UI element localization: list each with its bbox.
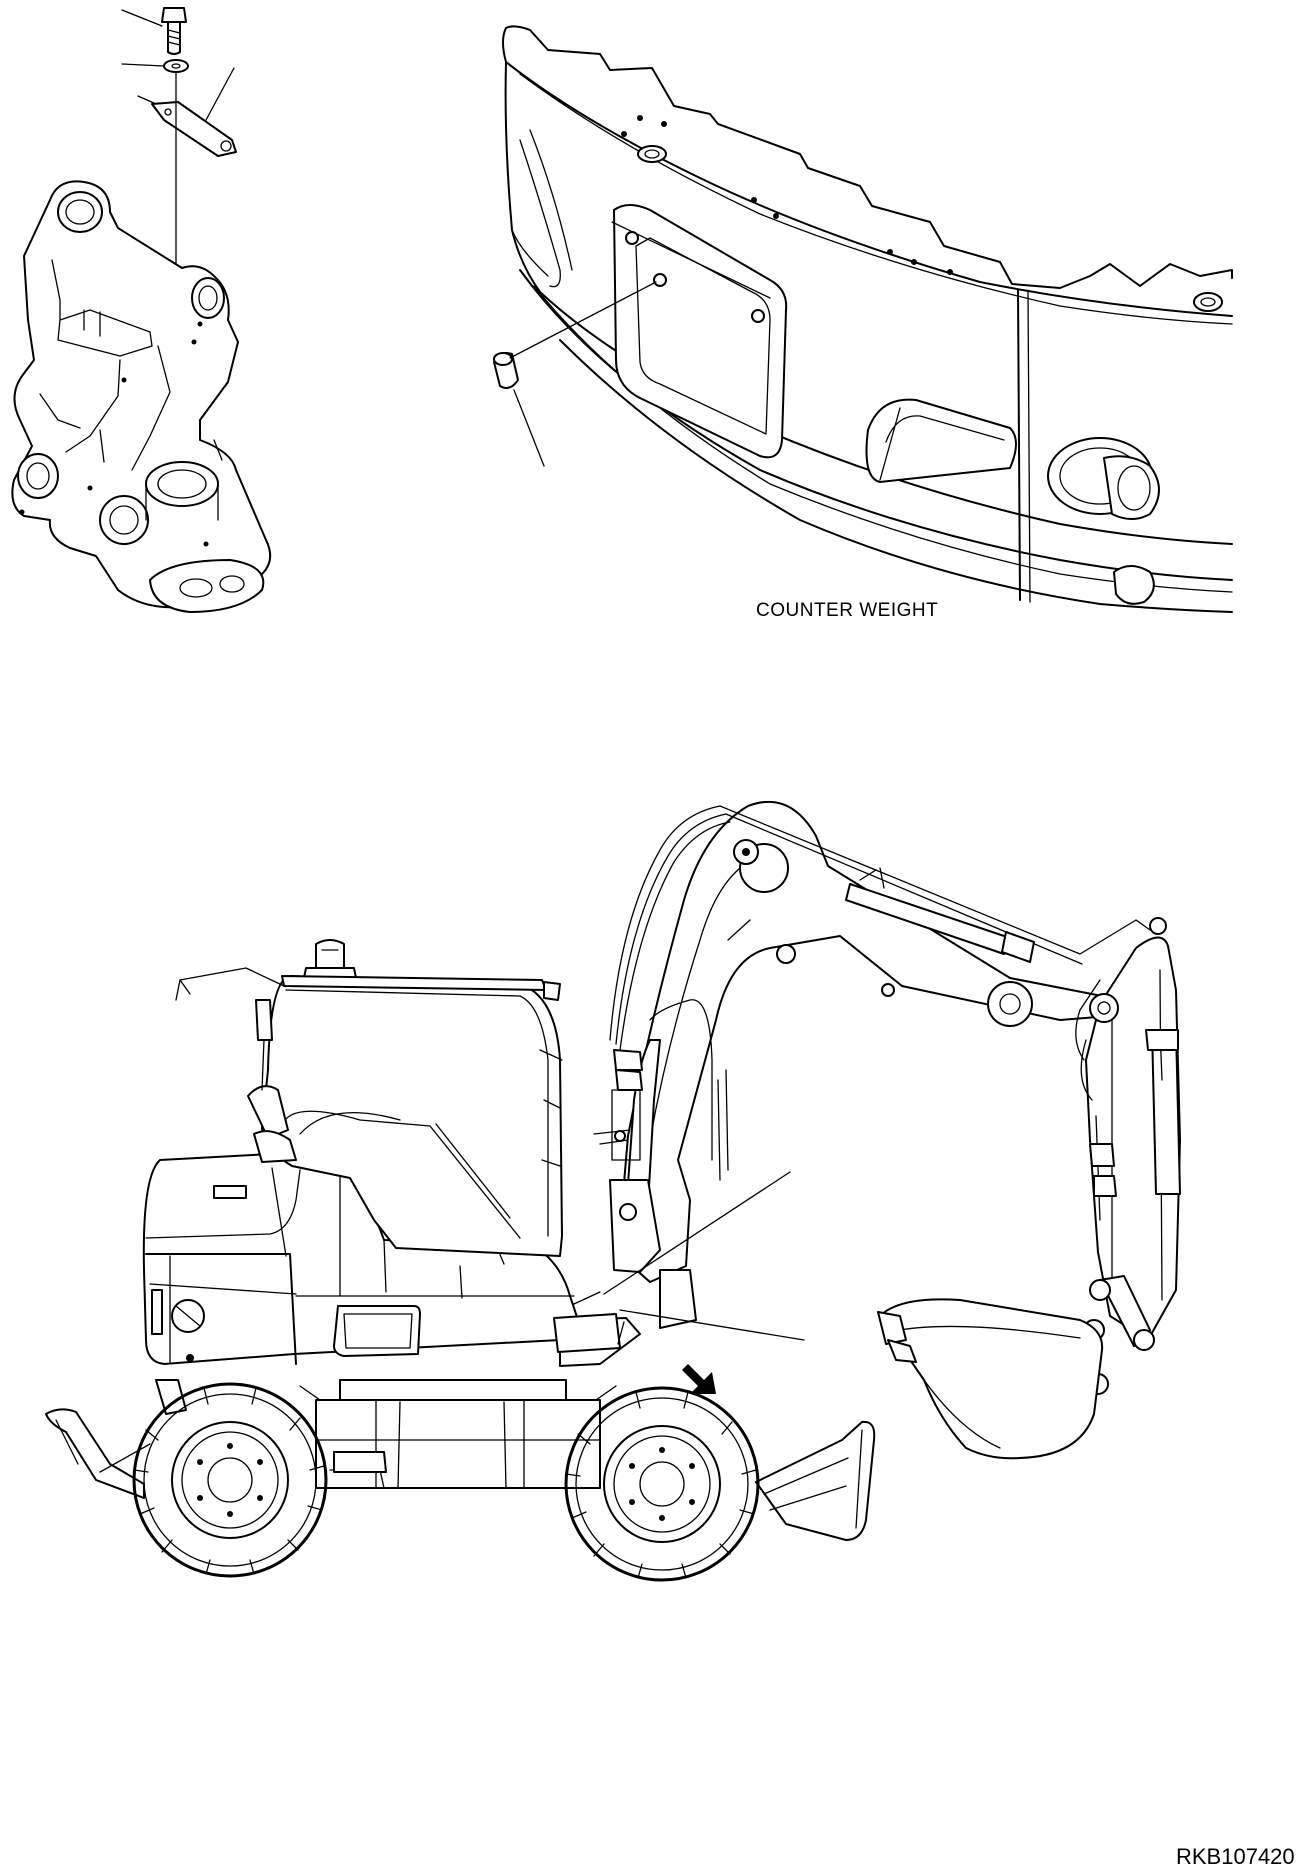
boom — [593, 800, 1151, 1329]
bracket-detail — [11, 7, 272, 613]
arm — [1075, 917, 1181, 1395]
mount-plate-part — [137, 95, 237, 157]
bolt-part — [161, 7, 187, 55]
drawing-code: RKB107420 — [1176, 1844, 1295, 1869]
bucket — [877, 1298, 1104, 1460]
excavator-side-view — [45, 800, 1181, 1582]
rear-blade — [755, 1420, 876, 1541]
rear-wheel — [564, 1386, 760, 1582]
cab — [175, 939, 563, 1257]
washer-part — [163, 59, 189, 73]
view-arrow — [682, 1364, 716, 1394]
counter-weight-label: COUNTER WEIGHT — [756, 600, 938, 621]
side-opening — [865, 398, 1017, 483]
front-wheel — [132, 1382, 328, 1578]
counter-weight-detail — [493, 25, 1233, 613]
boom-bracket-body — [11, 180, 272, 613]
cap-part — [493, 281, 657, 467]
tow-pin-opening — [1047, 437, 1160, 520]
arm-cylinder — [845, 867, 1035, 1027]
front-blade — [45, 1408, 151, 1499]
plate-mount — [611, 204, 788, 459]
